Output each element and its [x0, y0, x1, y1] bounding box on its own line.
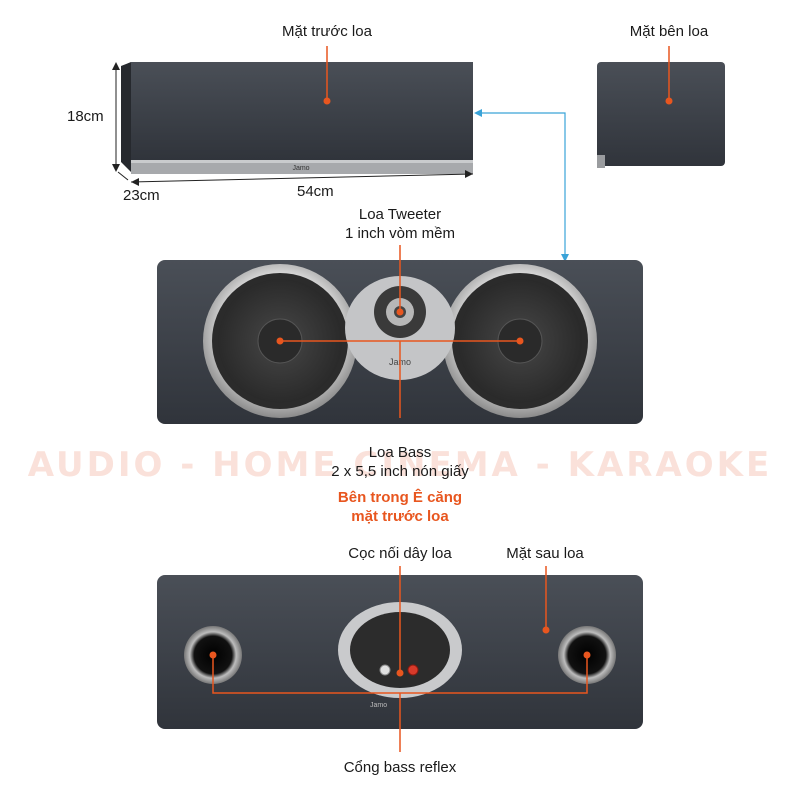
note-label-line1: Bên trong Ê căng: [337, 489, 463, 506]
width-dimension-label: 54cm: [297, 183, 334, 200]
tweeter-label-line2: 1 inch vòm mềm: [344, 225, 456, 242]
front-view-cabinet: [121, 62, 473, 174]
bass-port-label: Cổng bass reflex: [343, 759, 457, 776]
front-badge: Jamo: [292, 165, 309, 172]
front-view-label: Mặt trước loa: [282, 23, 372, 40]
side-view-label: Mặt bên loa: [629, 23, 709, 40]
terminal-label: Cọc nối dây loa: [348, 545, 452, 562]
bass-label-line1: Loa Bass: [368, 444, 432, 461]
left-port-dot: [209, 651, 217, 659]
rear-view-label: Mặt sau loa: [506, 545, 584, 562]
bass-label-line2: 2 x 5,5 inch nón giấy: [331, 463, 469, 480]
note-label-line2: mặt trước loa: [351, 508, 449, 525]
tweeter-pointer-dot: [396, 308, 404, 316]
right-port-dot: [583, 651, 591, 659]
side-pointer-dot: [665, 97, 673, 105]
watermark-tagline: AUDIO - HOME CINEMA - KARAOKE: [27, 445, 773, 485]
right-bass-dot: [516, 337, 524, 345]
depth-dimension-line: [117, 171, 129, 181]
terminal-pointer-dot: [396, 669, 404, 677]
rear-pointer-dot: [542, 626, 550, 634]
rear-badge: Jamo: [370, 702, 387, 709]
blue-connector: [478, 112, 566, 258]
width-dimension-line: [130, 173, 474, 183]
front-pointer-dot: [323, 97, 331, 105]
height-dimension-label: 18cm: [67, 108, 104, 125]
left-bass-dot: [276, 337, 284, 345]
tweeter-label-line1: Loa Tweeter: [358, 206, 442, 223]
depth-dimension-label: 23cm: [123, 187, 160, 204]
side-view-cabinet: [597, 62, 725, 168]
